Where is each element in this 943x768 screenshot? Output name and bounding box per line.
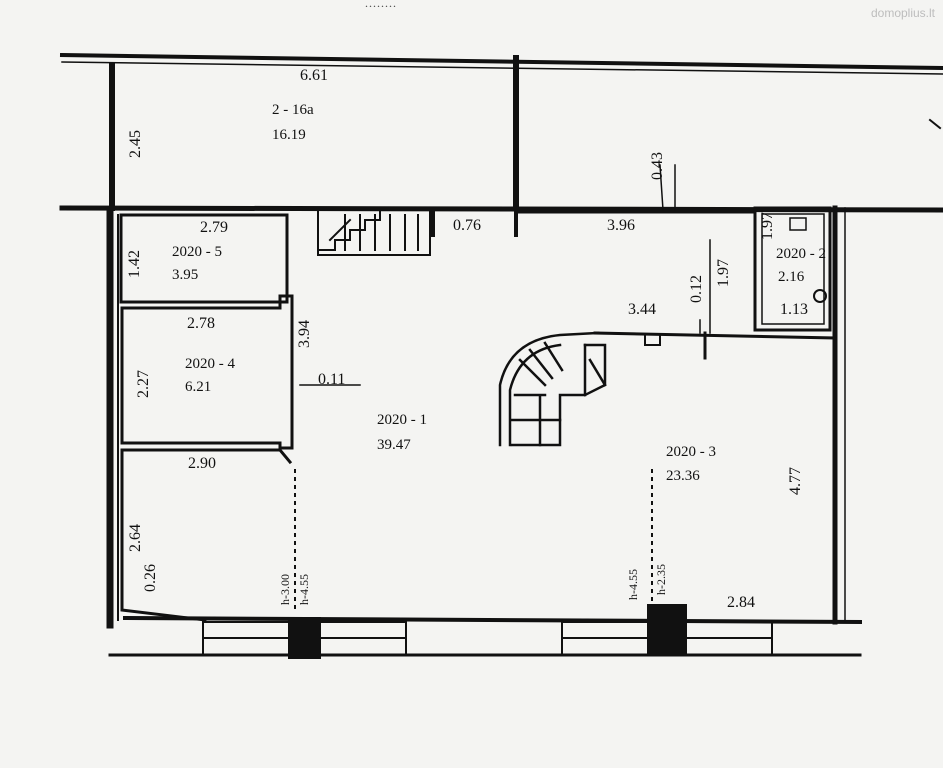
room-2020-5-area: 3.95	[172, 267, 199, 283]
room-2020-2-name: 2020 - 2	[776, 246, 826, 262]
dimension-label: 2.45	[127, 130, 144, 158]
room-2020-5-name: 2020 - 5	[172, 244, 222, 260]
header-text: ........	[365, 0, 397, 10]
dimension-label: 2.64	[127, 524, 144, 552]
dimension-label: 0.43	[649, 152, 666, 180]
height-label: h-4.55	[297, 574, 311, 605]
room-2020-2-area: 2.16	[778, 269, 805, 285]
watermark: domoplius.lt	[870, 6, 935, 20]
room-2020-4-name: 2020 - 4	[185, 356, 235, 372]
dimension-label: 2.79	[200, 219, 228, 236]
dimension-label: 3.94	[296, 320, 313, 348]
room-2020-3-name: 2020 - 3	[666, 444, 716, 460]
wall-upper-divider	[59, 205, 943, 213]
room-2020-3-area: 23.36	[666, 468, 700, 484]
dimension-label: 1.42	[126, 250, 143, 278]
dimension-label: 0.76	[453, 217, 481, 234]
dimension-label: 0.12	[688, 275, 705, 303]
dimension-label: 0.11	[318, 371, 346, 388]
room-2020-4-area: 6.21	[185, 379, 212, 395]
wall-top-outer	[59, 52, 943, 71]
dimension-label: 2.27	[135, 370, 152, 398]
dimension-label: 2.90	[188, 455, 216, 472]
height-label: h-3.00	[278, 574, 292, 605]
room-2020-2-outline	[753, 206, 832, 332]
room-2020-1-area: 39.47	[377, 437, 411, 453]
staircase-upper	[317, 211, 431, 256]
dimension-label: 1.97	[715, 259, 732, 287]
dimension-label: 3.44	[628, 301, 656, 318]
dimension-label: 4.77	[787, 467, 804, 495]
room-left-bottom-outline	[120, 448, 293, 465]
height-lines	[294, 469, 653, 611]
room-2-16a-name: 2 - 16a	[272, 102, 314, 118]
room-2-16a-area: 16.19	[272, 127, 306, 143]
dimension-label: 2.78	[187, 315, 215, 332]
dimension-label: 6.61	[300, 67, 328, 84]
height-label: h-4.55	[626, 569, 640, 600]
windows	[202, 604, 773, 659]
staircase-spiral	[498, 331, 607, 447]
room-2020-4-outline	[120, 294, 294, 450]
dimension-label: 2.84	[727, 594, 755, 611]
room-2020-5-outline	[119, 213, 289, 304]
wall-top-inner	[61, 61, 943, 75]
room-2020-1-name: 2020 - 1	[377, 412, 427, 428]
dimension-label: 1.13	[780, 301, 808, 318]
dimension-label: 3.96	[607, 217, 635, 234]
dimension-label: 1.97	[759, 212, 776, 240]
height-label: h-2.35	[654, 564, 668, 595]
dimension-label: 0.26	[142, 564, 159, 592]
